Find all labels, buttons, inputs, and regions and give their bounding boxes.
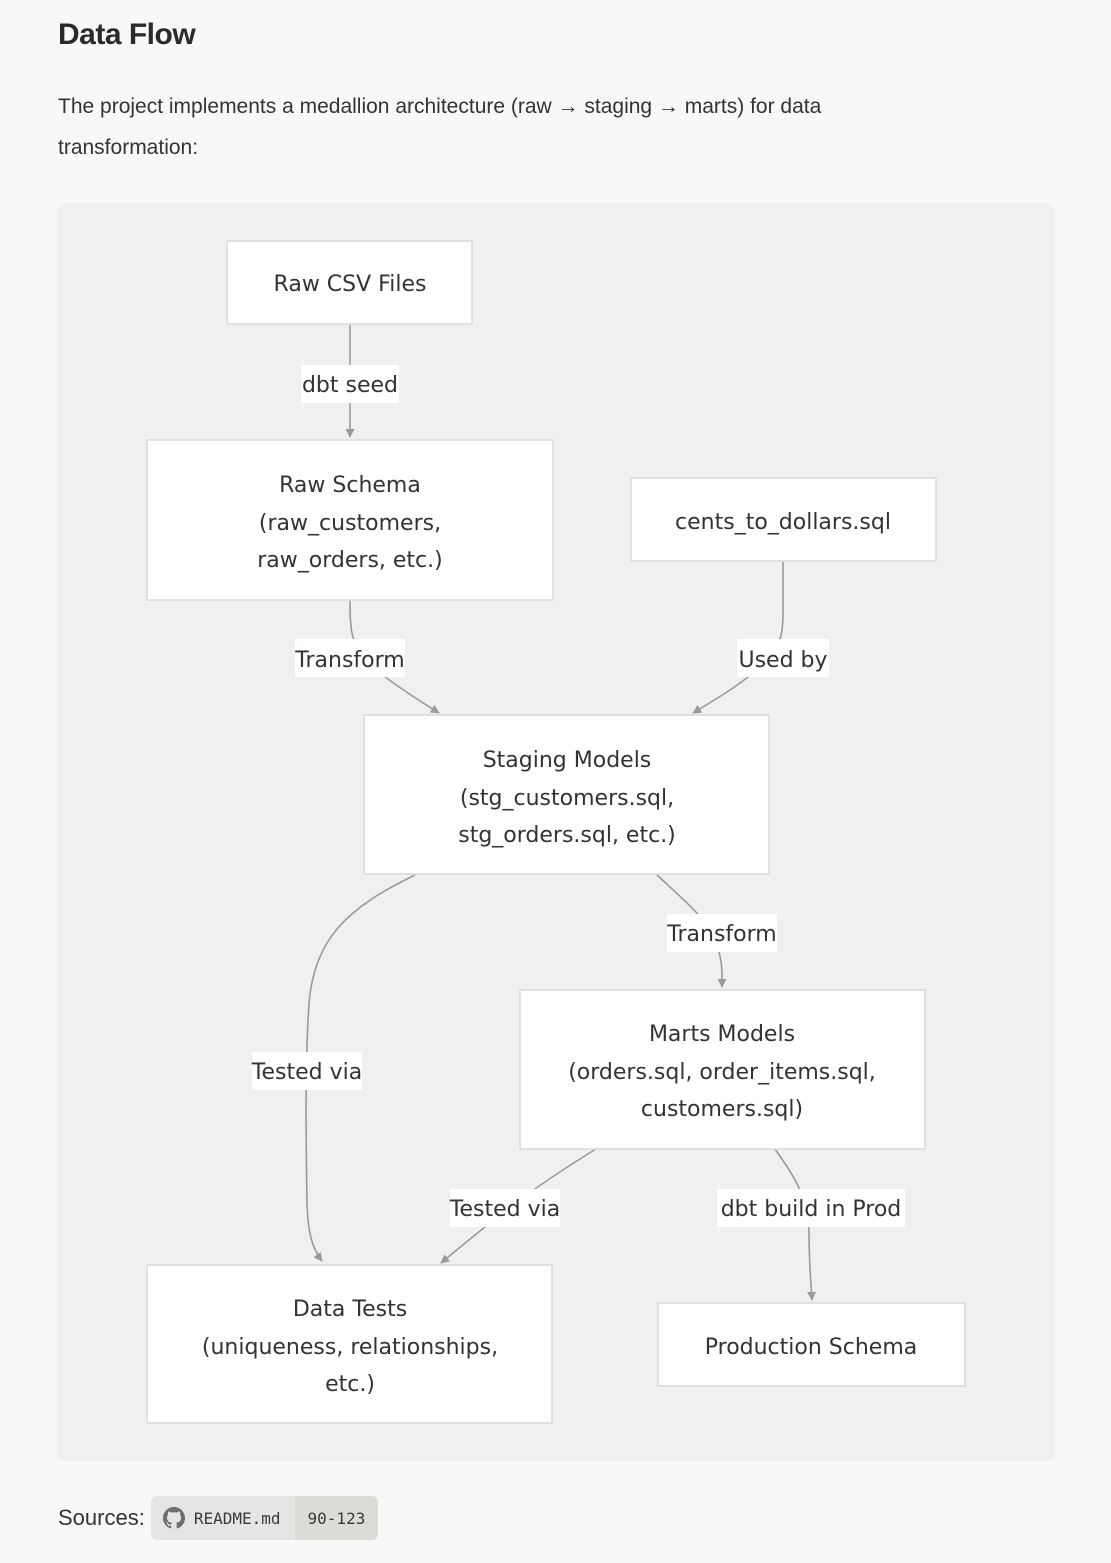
edge-used-by (692, 562, 784, 714)
section-intro: The project implements a medallion archi… (58, 95, 822, 159)
node-production-schema: Production Schema (657, 1302, 966, 1387)
edge-label-transform-raw-text: Transform (294, 648, 404, 673)
node-marts-models-line-1: Marts Models (649, 1022, 795, 1047)
edge-label-tested-staging: Tested via (251, 1052, 362, 1090)
edge-label-tested-marts-text: Tested via (449, 1197, 560, 1222)
node-data-tests-line-3: etc.) (325, 1372, 375, 1397)
edge-label-build-prod-text: dbt build in Prod (721, 1197, 902, 1222)
node-staging-models-line-2: (stg_customers.sql, (460, 786, 674, 811)
node-staging-models: Staging Models (stg_customers.sql, stg_o… (363, 714, 770, 875)
source-lines-segment: 90-123 (294, 1496, 379, 1540)
node-staging-models-line-1: Staging Models (483, 748, 652, 773)
edge-build-prod (774, 1148, 817, 1301)
node-production-schema-label: Production Schema (705, 1335, 918, 1360)
node-staging-models-line-3: stg_orders.sql, etc.) (458, 823, 676, 848)
edge-label-build-prod: dbt build in Prod (717, 1189, 905, 1227)
source-file-name: README.md (193, 1508, 281, 1528)
node-data-tests-line-1: Data Tests (293, 1297, 407, 1322)
flowchart: dbt seed Transform Used by Transform Tes… (146, 240, 966, 1424)
flowchart-panel: dbt seed Transform Used by Transform Tes… (57, 203, 1055, 1462)
sources-label: Sources: (58, 1505, 145, 1530)
node-marts-models: Marts Models (orders.sql, order_items.sq… (519, 989, 926, 1150)
node-marts-models-line-3: customers.sql) (641, 1097, 803, 1122)
edge-label-transform-staging: Transform (666, 914, 777, 952)
node-data-tests-line-2: (uniqueness, relationships, (202, 1335, 498, 1360)
sources-row: Sources: README.md 90-123 (58, 1496, 379, 1540)
github-icon (162, 1507, 185, 1529)
node-marts-models-line-2: (orders.sql, order_items.sql, (568, 1060, 876, 1085)
node-raw-schema-line-3: raw_orders, etc.) (257, 548, 442, 573)
node-raw-csv-files: Raw CSV Files (226, 240, 473, 325)
node-raw-schema-line-2: (raw_customers, (259, 511, 441, 536)
source-link-readme[interactable]: README.md 90-123 (150, 1496, 379, 1540)
node-cents-to-dollars-label: cents_to_dollars.sql (675, 510, 891, 535)
source-file-segment: README.md (150, 1496, 295, 1540)
edge-label-transform-staging-text: Transform (666, 922, 776, 947)
node-raw-schema-line-1: Raw Schema (279, 473, 421, 498)
source-line-range: 90-123 (307, 1508, 366, 1528)
node-cents-to-dollars: cents_to_dollars.sql (630, 477, 937, 562)
edge-label-tested-marts: Tested via (449, 1189, 560, 1227)
edge-label-transform-raw: Transform (294, 639, 405, 677)
node-raw-csv-files-label: Raw CSV Files (274, 272, 427, 297)
edge-label-seed-text: dbt seed (302, 373, 398, 398)
node-data-tests: Data Tests (uniqueness, relationships, e… (146, 1264, 553, 1424)
section-heading: Data Flow (58, 18, 196, 51)
edge-label-used-by-text: Used by (738, 648, 827, 673)
edge-label-tested-staging-text: Tested via (251, 1060, 362, 1085)
edge-label-seed: dbt seed (301, 365, 399, 403)
node-raw-schema: Raw Schema (raw_customers, raw_orders, e… (146, 439, 554, 601)
edge-label-used-by: Used by (737, 639, 829, 677)
